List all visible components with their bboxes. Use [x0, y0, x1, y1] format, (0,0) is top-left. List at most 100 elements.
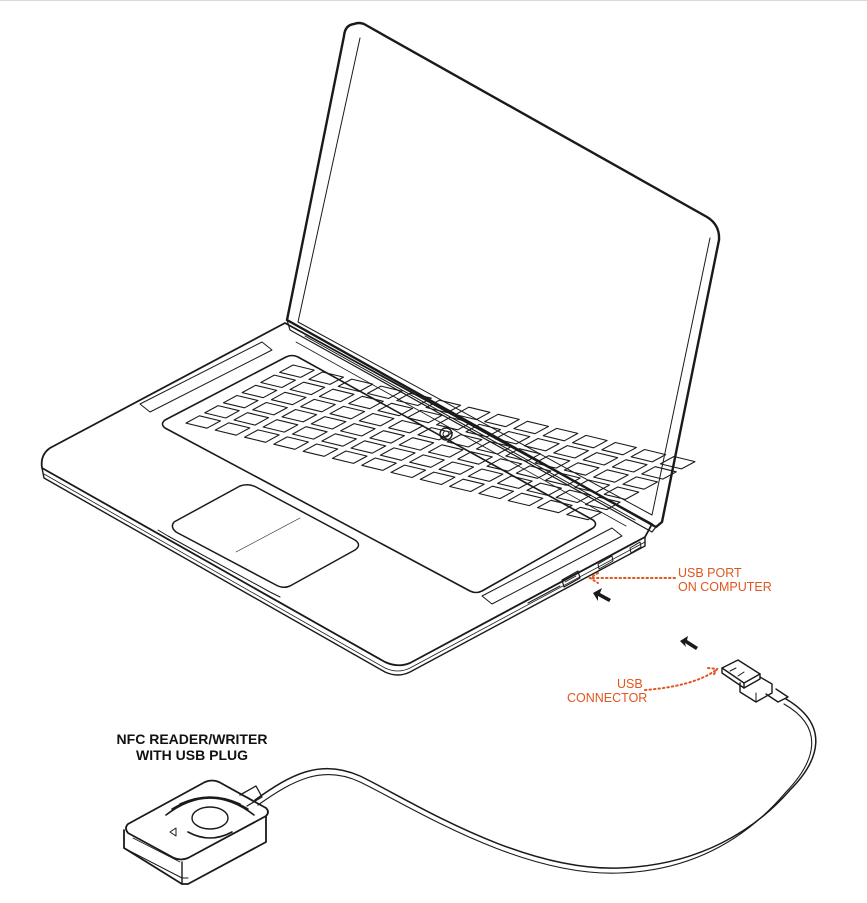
keyboard-key — [513, 420, 550, 435]
keyboard-key — [584, 496, 621, 511]
keyboard-key — [337, 378, 374, 393]
keyboard-key — [542, 427, 579, 442]
keyboard-key — [611, 459, 648, 473]
keyboard-key — [419, 471, 456, 486]
keyboard-key — [454, 406, 491, 421]
keyboard-key — [603, 486, 640, 500]
keyboard-key — [377, 402, 414, 417]
keyboard-key — [241, 384, 278, 399]
keyboard-key — [388, 419, 424, 434]
keyboard-key — [340, 423, 376, 437]
device-title: NFC READER/WRITER WITH USB PLUG — [116, 731, 268, 763]
keyboard-key — [366, 385, 403, 400]
power-button — [439, 427, 453, 441]
keyboard-key — [321, 433, 357, 447]
nfc-reader-device — [123, 779, 269, 885]
keyboard-key — [641, 466, 677, 480]
top-border — [0, 0, 867, 1]
keyboard-key — [659, 455, 696, 470]
keyboard-key — [465, 423, 502, 438]
keyboard-key — [601, 441, 637, 456]
keyboard-key — [260, 374, 296, 389]
keyboard-key — [262, 419, 299, 433]
keyboard-key — [475, 441, 512, 455]
keyboard-key — [361, 457, 397, 471]
keyboard-key — [406, 409, 443, 424]
keyboard-key — [566, 506, 602, 521]
keyboard-key — [622, 476, 659, 490]
keyboard-key — [222, 394, 259, 409]
insertion-arrows — [593, 588, 698, 650]
keyboard-key — [185, 415, 222, 429]
keyboard-key — [574, 479, 611, 493]
keyboard-key — [484, 413, 520, 428]
keyboard-key — [233, 412, 270, 426]
keyboard-key — [478, 485, 515, 500]
keyboard-key — [348, 395, 384, 410]
laptop-lid — [285, 21, 721, 533]
keyboard-key — [555, 489, 592, 504]
keyboard-key — [536, 499, 573, 514]
keyboard-key — [438, 461, 475, 475]
keyboard-key — [369, 430, 405, 444]
usb-cable — [254, 698, 817, 869]
keyboard-key — [494, 430, 531, 445]
laptop-usb-port — [561, 541, 642, 588]
keyboard-key — [427, 444, 464, 458]
keyboard-key — [582, 452, 619, 466]
keyboard-key — [446, 434, 483, 448]
keyboard-key — [396, 392, 432, 407]
keyboard-key — [553, 445, 589, 459]
keyboard-key — [308, 371, 345, 385]
keyboard-key — [593, 469, 629, 483]
keyboard-key — [523, 437, 560, 452]
keyboard-key — [467, 468, 504, 482]
laptop-base — [40, 322, 653, 676]
keyboard-key — [497, 475, 533, 489]
keyboard-key — [417, 427, 454, 441]
keyboard-key — [252, 401, 288, 416]
usb-connector-label: USB CONNECTOR — [567, 677, 648, 705]
keyboard-key — [515, 465, 552, 479]
keyboard-key — [281, 408, 318, 423]
keyboard-key — [243, 429, 280, 443]
usb-port-label: USB PORT ON COMPUTER — [678, 566, 772, 594]
keyboard-key — [310, 416, 347, 430]
keyboard-key — [571, 434, 608, 449]
keyboard-key — [505, 448, 541, 462]
keyboard-key — [358, 412, 395, 427]
keyboard-key — [436, 416, 472, 431]
keyboard-key — [291, 426, 328, 440]
keyboard-key — [425, 399, 462, 414]
keyboard-key — [449, 478, 485, 493]
keyboard-key — [379, 447, 416, 461]
keyboard-key — [457, 451, 493, 465]
keyboard-key — [534, 455, 571, 469]
usb-plug — [721, 659, 789, 703]
keyboard-key — [214, 422, 251, 436]
keyboard-key — [204, 405, 240, 419]
keyboard-key — [270, 391, 307, 406]
keyboard-key — [398, 437, 435, 451]
keyboard-key — [289, 381, 326, 396]
keyboard-key — [486, 458, 523, 472]
keyboard-key — [526, 482, 563, 497]
keyboard-key — [507, 492, 544, 507]
keyboard-key — [302, 443, 339, 457]
laptop-touchpad — [171, 483, 360, 589]
keyboard-key — [300, 398, 336, 413]
keyboard-key — [390, 464, 427, 479]
keyboard-key — [331, 450, 368, 464]
keyboard-key — [279, 364, 315, 378]
keyboard-key — [350, 440, 387, 454]
keyboard-key — [630, 448, 667, 463]
keyboard-key — [273, 436, 309, 450]
keyboard-key — [329, 405, 366, 420]
keyboard-key — [545, 472, 581, 486]
laptop-keyboard — [161, 354, 696, 594]
keyboard-key — [409, 454, 445, 468]
keyboard-key — [563, 462, 600, 476]
keyboard-key — [318, 388, 355, 403]
annotation-leaders — [588, 572, 719, 691]
